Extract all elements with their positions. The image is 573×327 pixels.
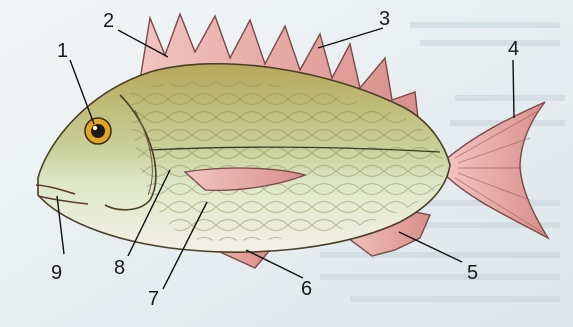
eye bbox=[85, 118, 111, 144]
label-8: 8 bbox=[114, 258, 125, 278]
label-1: 1 bbox=[57, 41, 68, 61]
leader-4 bbox=[513, 60, 514, 118]
label-6: 6 bbox=[301, 279, 312, 299]
label-4: 4 bbox=[508, 39, 519, 59]
leader-5 bbox=[399, 232, 462, 262]
label-2: 2 bbox=[103, 11, 114, 31]
label-5: 5 bbox=[467, 263, 478, 283]
label-3: 3 bbox=[379, 9, 390, 29]
label-7: 7 bbox=[148, 289, 159, 309]
label-9: 9 bbox=[51, 263, 62, 283]
caudal-fin bbox=[445, 102, 548, 238]
